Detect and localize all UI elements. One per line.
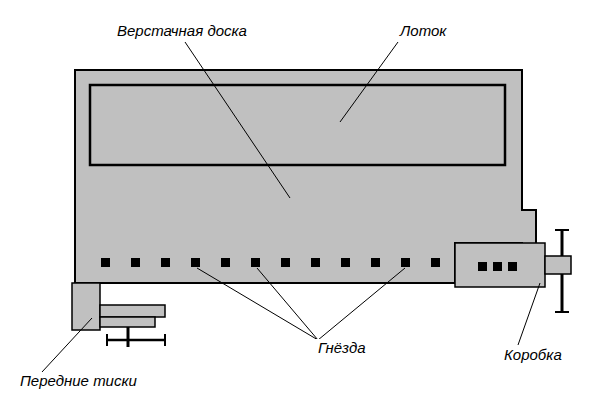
hole [101, 258, 110, 267]
vise-handle-end [555, 229, 569, 231]
hole [431, 258, 440, 267]
hole [401, 258, 410, 267]
leader-line [318, 268, 405, 340]
part-label: Коробка [502, 346, 564, 364]
front-vise-handle-end [164, 334, 166, 346]
hole [191, 258, 200, 267]
front-vise-handle-end [106, 334, 108, 346]
part-label: Лоток [398, 22, 448, 40]
hole [493, 262, 502, 271]
vise-handle-end [555, 311, 569, 313]
front-vise-jaw [100, 305, 165, 317]
leader-line [42, 318, 92, 372]
hole [221, 258, 230, 267]
part-label: Верстачная доска [115, 22, 249, 40]
leader-line [197, 268, 318, 340]
holes [101, 258, 440, 267]
front-vise-screw [127, 327, 130, 347]
hole [371, 258, 380, 267]
part-label: Передние тиски [18, 372, 139, 390]
hole [478, 262, 487, 271]
leader-line [185, 42, 290, 198]
hole [161, 258, 170, 267]
part-label: Гнёзда [316, 339, 368, 357]
hole [311, 258, 320, 267]
hole [281, 258, 290, 267]
front-vise-handle [107, 339, 165, 342]
box-holes [478, 262, 517, 271]
front-vise-jaw [100, 317, 155, 327]
front-vise-block [72, 283, 100, 330]
hole [251, 258, 260, 267]
leader-line [257, 268, 318, 340]
vise-nut [545, 256, 571, 274]
leader-line [340, 42, 398, 122]
hole [508, 262, 517, 271]
hole [131, 258, 140, 267]
leader-line [518, 283, 540, 345]
leader-lines [42, 42, 540, 372]
box [455, 243, 545, 287]
hole [341, 258, 350, 267]
tray [90, 85, 505, 165]
